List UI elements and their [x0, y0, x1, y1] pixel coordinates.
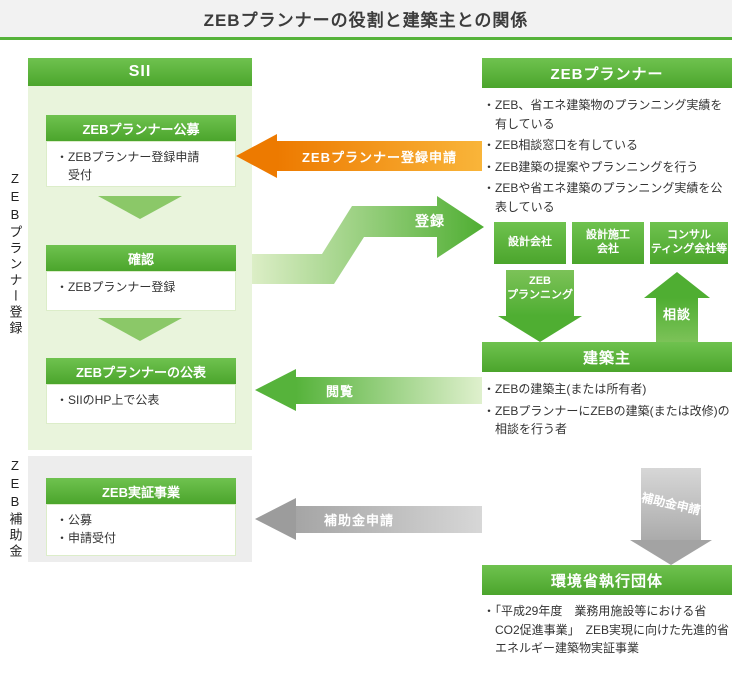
ministry-bullet: ・「平成29年度 業務用施設等における省CO2促進事業」 ZEB実現に向けた先進…	[483, 604, 730, 656]
chevron-down-icon	[98, 318, 182, 341]
company-box-design: 設計会社	[494, 222, 566, 264]
flow-step-confirm-body: ・ZEBプランナー登録	[46, 271, 236, 311]
flow-step-confirm-title: 確認	[46, 245, 236, 271]
owner-bullets: ・ZEBの建築主(または所有者) ・ZEBプランナーにZEBの建築(または改修)…	[483, 380, 731, 442]
viewing-arrow: 閲覧	[296, 377, 482, 404]
registration-application-arrow-label: ZEBプランナー登録申請	[301, 149, 457, 165]
subsidy-application-left-arrow: 補助金申請	[296, 506, 482, 533]
side-label-registration: ZEBプランナー登録	[7, 171, 23, 337]
title-bar: ZEBプランナーの役割と建築主との関係	[0, 0, 732, 40]
planner-bullet: ・ZEB相談窓口を有している	[483, 138, 638, 153]
planner-bullet: ・ZEB、省エネ建築物のプランニング実績を有している	[483, 98, 723, 131]
ministry-bullets: ・「平成29年度 業務用施設等における省CO2促進事業」 ZEB実現に向けた先進…	[483, 602, 731, 661]
viewing-arrow-label: 閲覧	[326, 384, 355, 399]
owner-bullet: ・ZEBプランナーにZEBの建築(または改修)の相談を行う者	[483, 403, 730, 437]
viewing-arrow-head-icon	[255, 369, 296, 411]
subsidy-application-left-arrow-head-icon	[255, 498, 296, 540]
registration-application-arrow: ZEBプランナー登録申請	[277, 141, 482, 171]
subsidy-application-down-arrow-head-icon	[630, 540, 712, 565]
flow-step-recruit-body: ・ZEBプランナー登録申請 受付	[46, 141, 236, 187]
subsidy-application-down-arrow-body	[641, 468, 701, 540]
planner-header: ZEBプランナー	[482, 58, 732, 88]
flow-step-publish-body: ・SIIのHP上で公表	[46, 384, 236, 424]
consultation-arrow-body	[656, 298, 698, 342]
chevron-down-icon	[98, 196, 182, 219]
consultation-arrow-label: 相談	[662, 307, 691, 322]
ministry-header: 環境省執行団体	[482, 565, 732, 595]
planning-arrow-body	[506, 270, 574, 316]
registration-application-arrow-head-icon	[236, 134, 277, 178]
owner-header: 建築主	[482, 342, 732, 372]
registration-arrow	[252, 196, 484, 284]
flow-step-recruit-title: ZEBプランナー公募	[46, 115, 236, 141]
registration-arrow-label: 登録	[415, 213, 445, 229]
company-box-consulting: コンサル ティング会社等	[650, 222, 728, 264]
planning-arrow-head-icon	[498, 316, 582, 342]
company-box-design-build: 設計施工 会社	[572, 222, 644, 264]
planner-bullet: ・ZEB建築の提案やプランニングを行う	[483, 159, 699, 174]
planner-bullet: ・ZEBや省エネ建築のプランニング実績を公表している	[483, 181, 723, 214]
planning-arrow-label: ZEB プランニング	[507, 275, 573, 302]
demo-project-body: ・公募 ・申請受付	[46, 504, 236, 556]
subsidy-application-left-arrow-label: 補助金申請	[324, 513, 395, 528]
planner-bullets: ・ZEB、省エネ建築物のプランニング実績を有している ・ZEB相談窓口を有してい…	[483, 96, 731, 220]
sii-header: SII	[28, 58, 252, 86]
flow-step-publish-title: ZEBプランナーの公表	[46, 358, 236, 384]
owner-bullet: ・ZEBの建築主(または所有者)	[483, 382, 647, 396]
consultation-arrow-head-icon	[644, 272, 710, 298]
side-label-subsidy: ZEB補助金	[7, 458, 23, 560]
page-title: ZEBプランナーの役割と建築主との関係	[203, 11, 529, 30]
demo-project-title: ZEB実証事業	[46, 478, 236, 504]
